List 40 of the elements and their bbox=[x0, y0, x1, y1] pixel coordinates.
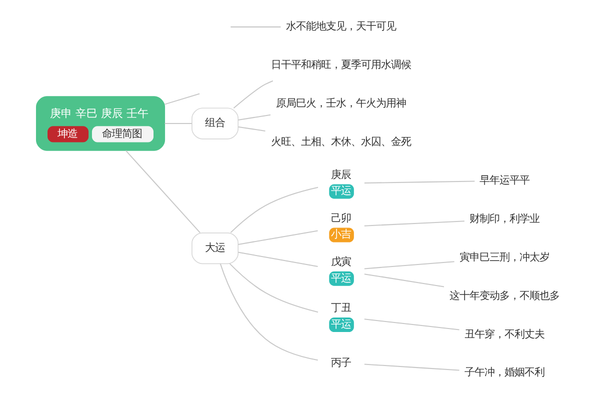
node-label: 己卯 bbox=[330, 212, 350, 224]
connector bbox=[238, 126, 265, 132]
node-box: 平运 bbox=[328, 318, 354, 332]
node-box: 平运 bbox=[328, 184, 354, 199]
node-box: 大运 bbox=[191, 232, 238, 264]
node-label: 戊寅 bbox=[330, 256, 350, 268]
connector bbox=[364, 261, 454, 270]
connector bbox=[230, 26, 280, 28]
node-text: 日干平和稍旺，夏季可用水调候 bbox=[270, 59, 411, 72]
connector bbox=[364, 318, 459, 330]
connector bbox=[238, 230, 318, 245]
connector bbox=[364, 274, 444, 288]
node-box: 庚申 辛巳 庚辰 壬午 坤造 命理简图 bbox=[36, 96, 165, 151]
node-text: 原局巳火，壬水，午火为用神 bbox=[276, 98, 406, 110]
node-text: 财制印，利学业 bbox=[468, 212, 539, 225]
node-text: 火旺、土相、木休、水囚、金死 bbox=[270, 136, 411, 148]
node-box: 小吉 bbox=[328, 228, 354, 242]
connector bbox=[228, 263, 318, 313]
node-label: 庚辰 bbox=[330, 168, 350, 181]
connector bbox=[232, 80, 273, 108]
connector bbox=[364, 364, 459, 371]
node-text: 丙子 bbox=[330, 356, 350, 369]
connector bbox=[164, 93, 200, 105]
connector bbox=[364, 220, 464, 226]
connector bbox=[238, 114, 270, 120]
node-text: 子午冲，婚姻不利 bbox=[464, 366, 544, 379]
connector bbox=[124, 150, 200, 233]
connector bbox=[230, 186, 318, 233]
node-box: 组合 bbox=[191, 108, 238, 140]
node-label: 丁丑 bbox=[330, 302, 350, 314]
node-text: 这十年变动多，不顺也多 bbox=[448, 290, 559, 302]
node-text: 丑午穿，不利丈夫 bbox=[464, 328, 544, 340]
node-text: 水不能地支见，天干可见 bbox=[286, 20, 396, 33]
node-text: 早年运平平 bbox=[478, 174, 529, 186]
connector bbox=[219, 264, 318, 361]
connector bbox=[164, 123, 192, 124]
connector bbox=[238, 252, 318, 267]
node-box: 平运 bbox=[328, 271, 354, 286]
connector bbox=[364, 180, 474, 184]
node-text: 寅申巳三刑，冲太岁 bbox=[458, 251, 549, 264]
